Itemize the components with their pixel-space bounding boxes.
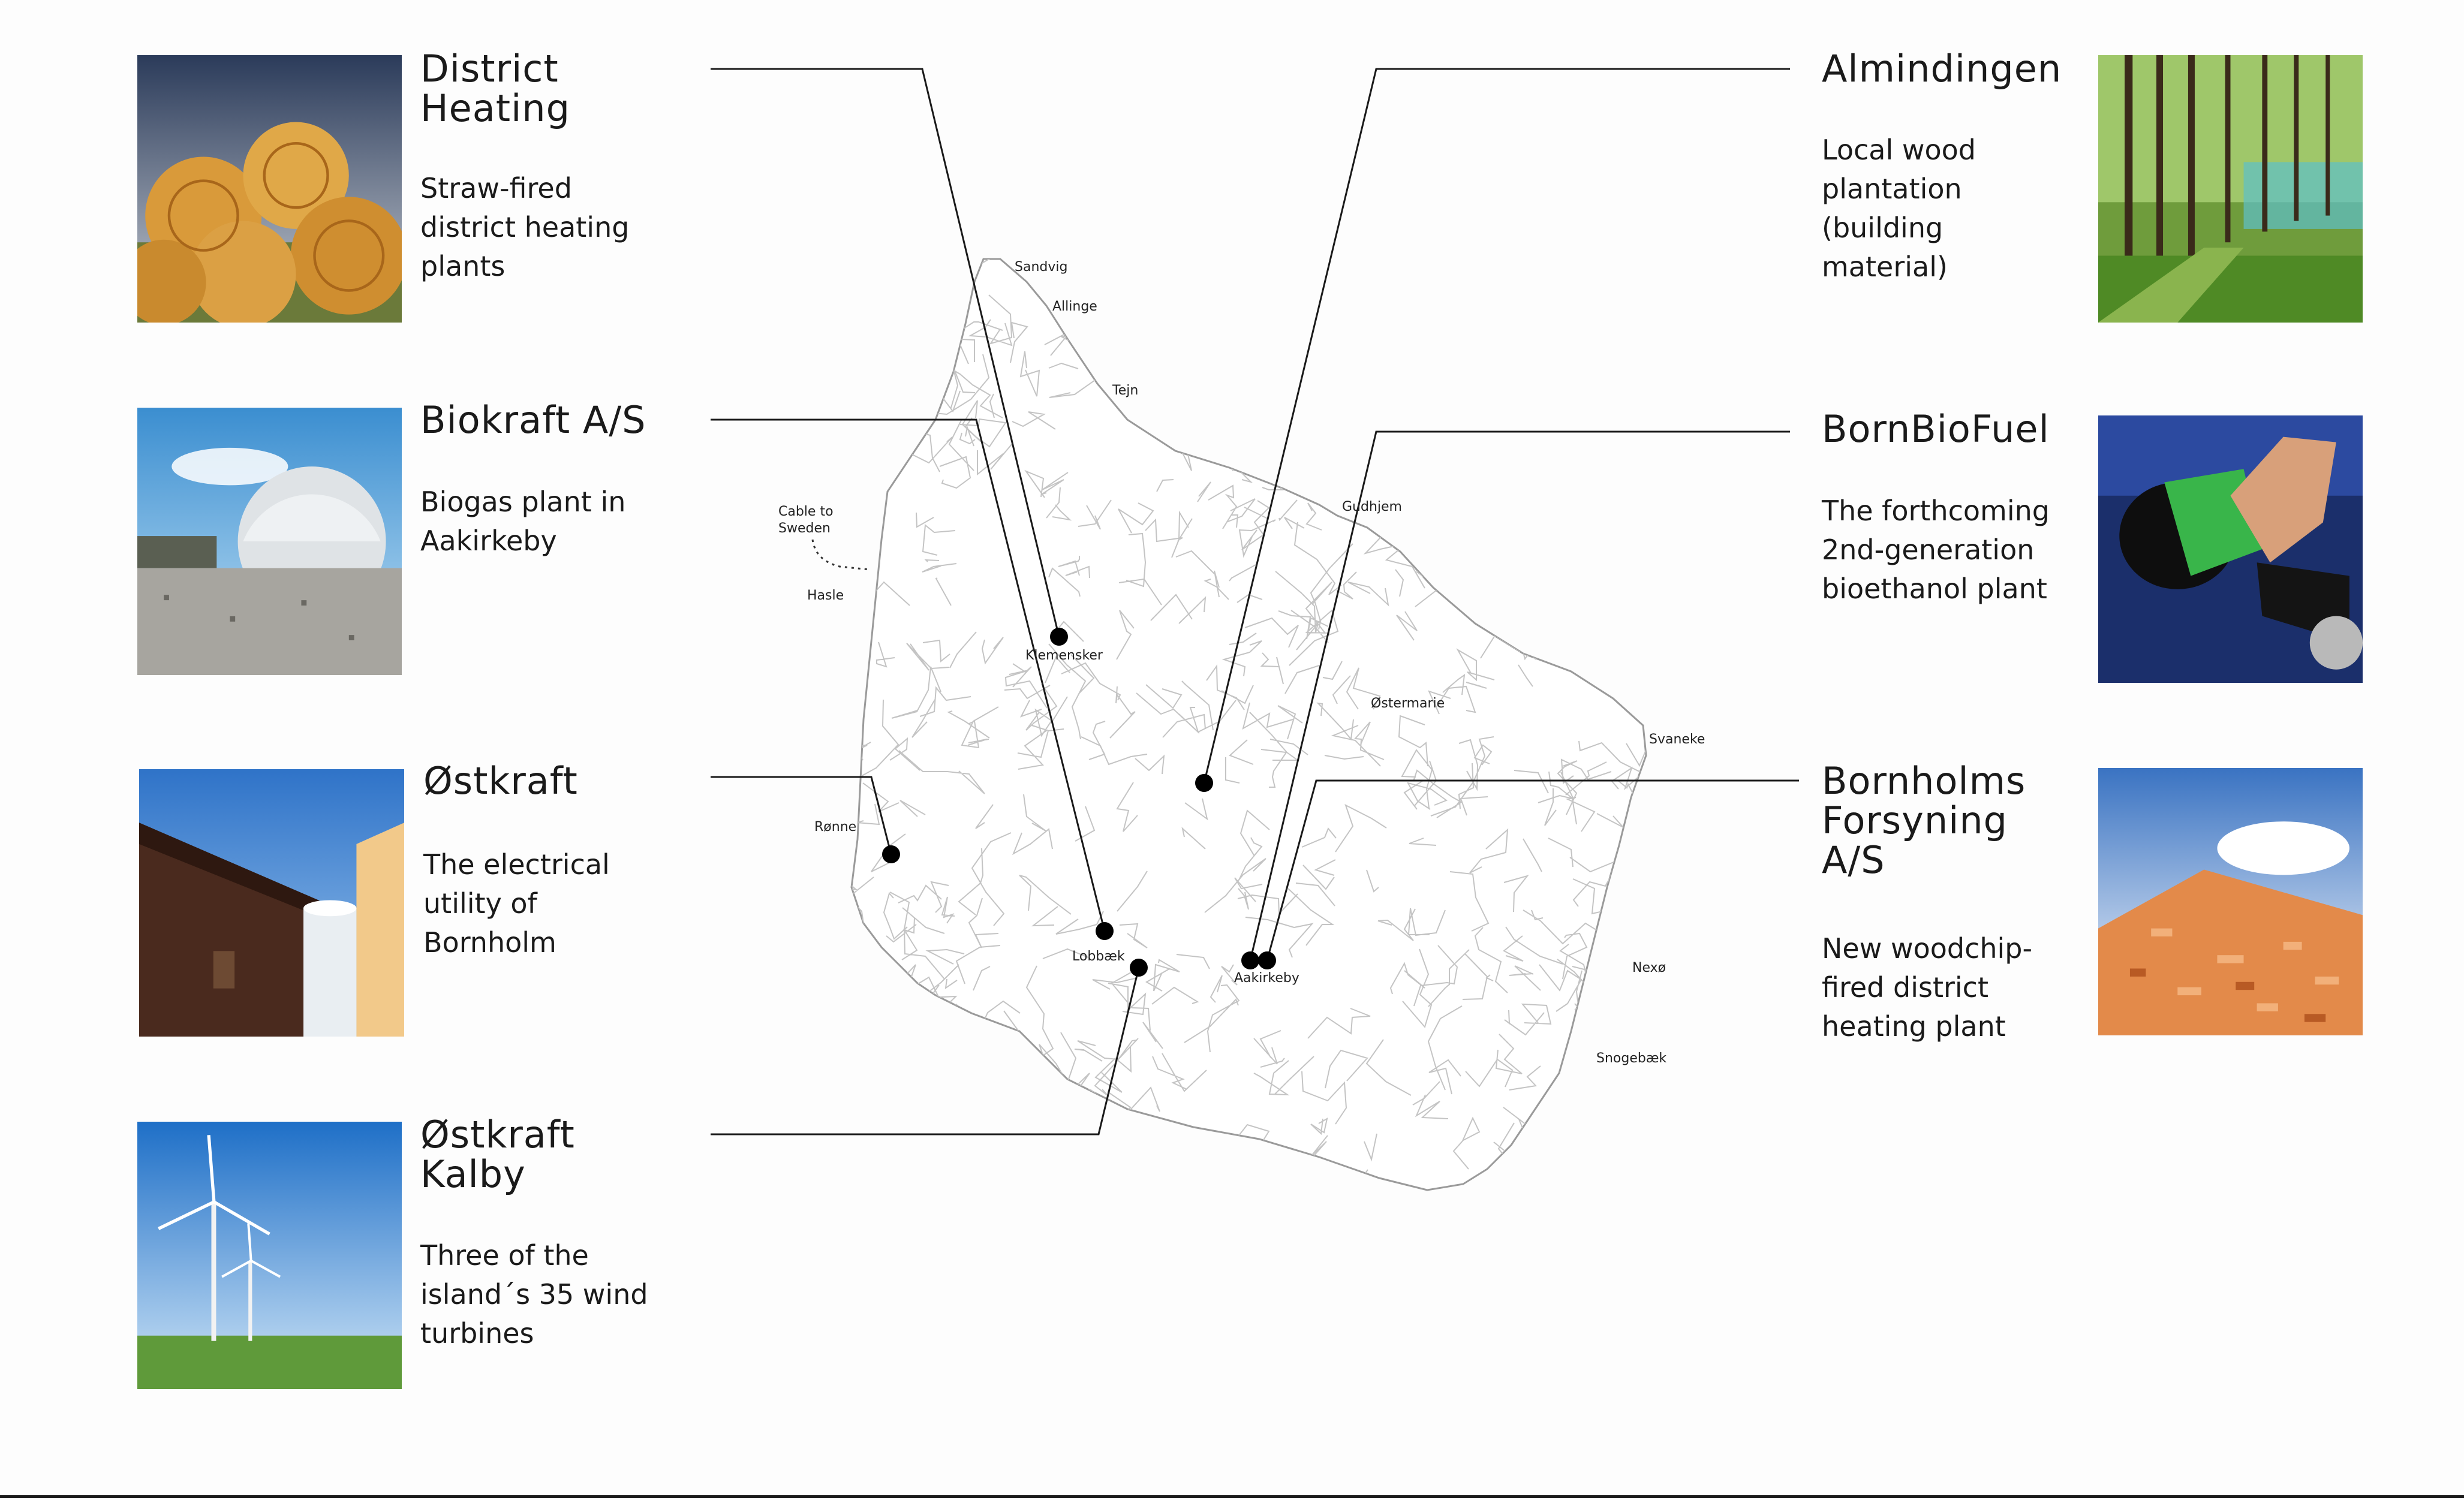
bottom-rule xyxy=(0,1495,2464,1498)
town-gudhjem: Gudhjem xyxy=(1342,499,1402,514)
ostkraft-title: Østkraft xyxy=(423,759,578,803)
leader-bornholms-forsyning xyxy=(1266,779,1799,961)
leader-almindingen xyxy=(1203,68,1790,784)
fuel-nozzle-photo xyxy=(2098,415,2363,683)
utility-building-photo xyxy=(139,769,404,1037)
leader-ostkraft-kalby xyxy=(711,967,1140,1135)
town-cable-l1: Cable to xyxy=(778,504,834,519)
leader-ostkraft xyxy=(711,776,892,855)
leader-district-heating xyxy=(711,68,1060,637)
woodchips-photo xyxy=(2098,768,2363,1035)
leader-lines xyxy=(711,68,1799,1135)
town-lobbaek: Lobbæk xyxy=(1072,949,1125,964)
almindingen-desc: Local wood plantation (building material… xyxy=(1822,134,1976,283)
marker-ronne xyxy=(882,845,900,863)
leader-bornbiofuel xyxy=(1249,430,1790,961)
bornholms-forsyning-desc: New woodchip- fired district heating pla… xyxy=(1822,932,2033,1043)
town-klemensker: Klemensker xyxy=(1025,648,1103,663)
straw-bales-photo xyxy=(137,55,402,323)
town-ostermarie: Østermarie xyxy=(1371,696,1445,711)
town-cable-l2: Sweden xyxy=(778,521,831,536)
town-snogebaek: Snogebæk xyxy=(1596,1051,1666,1066)
ostkraft-kalby-title: Østkraft Kalby xyxy=(420,1113,575,1196)
town-nexo: Nexø xyxy=(1632,960,1666,975)
marker-klemensker xyxy=(1050,628,1068,646)
marker-almindingen xyxy=(1195,774,1213,792)
location-markers xyxy=(882,628,1276,977)
town-aakirkeby: Aakirkeby xyxy=(1234,971,1299,986)
biogas-dome-photo xyxy=(137,408,402,675)
marker-aakirkeby-1 xyxy=(1241,951,1259,969)
bornbiofuel-title: BornBioFuel xyxy=(1822,407,2050,451)
district-heating-title: District Heating xyxy=(420,47,570,130)
town-sandvig: Sandvig xyxy=(1015,260,1067,275)
town-svaneke: Svaneke xyxy=(1649,732,1705,747)
district-heating-desc: Straw-fired district heating plants xyxy=(420,172,630,282)
town-allinge: Allinge xyxy=(1052,299,1097,314)
town-hasle: Hasle xyxy=(807,588,844,603)
bornbiofuel-desc: The forthcoming 2nd-generation bioethano… xyxy=(1822,495,2050,605)
bornholms-forsyning-title: Bornholms Forsyning A/S xyxy=(1822,759,2026,882)
biokraft-desc: Biogas plant in Aakirkeby xyxy=(420,486,626,557)
cable-to-sweden-line xyxy=(811,539,870,571)
ostkraft-kalby-desc: Three of the island´s 35 wind turbines xyxy=(420,1239,648,1350)
marker-kalby xyxy=(1130,959,1148,977)
biokraft-title: Biokraft A/S xyxy=(420,398,646,442)
marker-aakirkeby-2 xyxy=(1258,951,1276,969)
marker-lobbaek xyxy=(1096,922,1114,940)
town-tejn: Tejn xyxy=(1112,383,1138,398)
town-labels: Sandvig Allinge Tejn Cable to Sweden Has… xyxy=(778,260,1705,1066)
forest-photo xyxy=(2098,55,2363,323)
wind-turbines-photo xyxy=(137,1122,402,1389)
leader-biokraft xyxy=(711,418,1106,932)
almindingen-title: Almindingen xyxy=(1822,47,2062,91)
ostkraft-desc: The electrical utility of Bornholm xyxy=(423,848,610,959)
town-ronne: Rønne xyxy=(814,820,856,835)
